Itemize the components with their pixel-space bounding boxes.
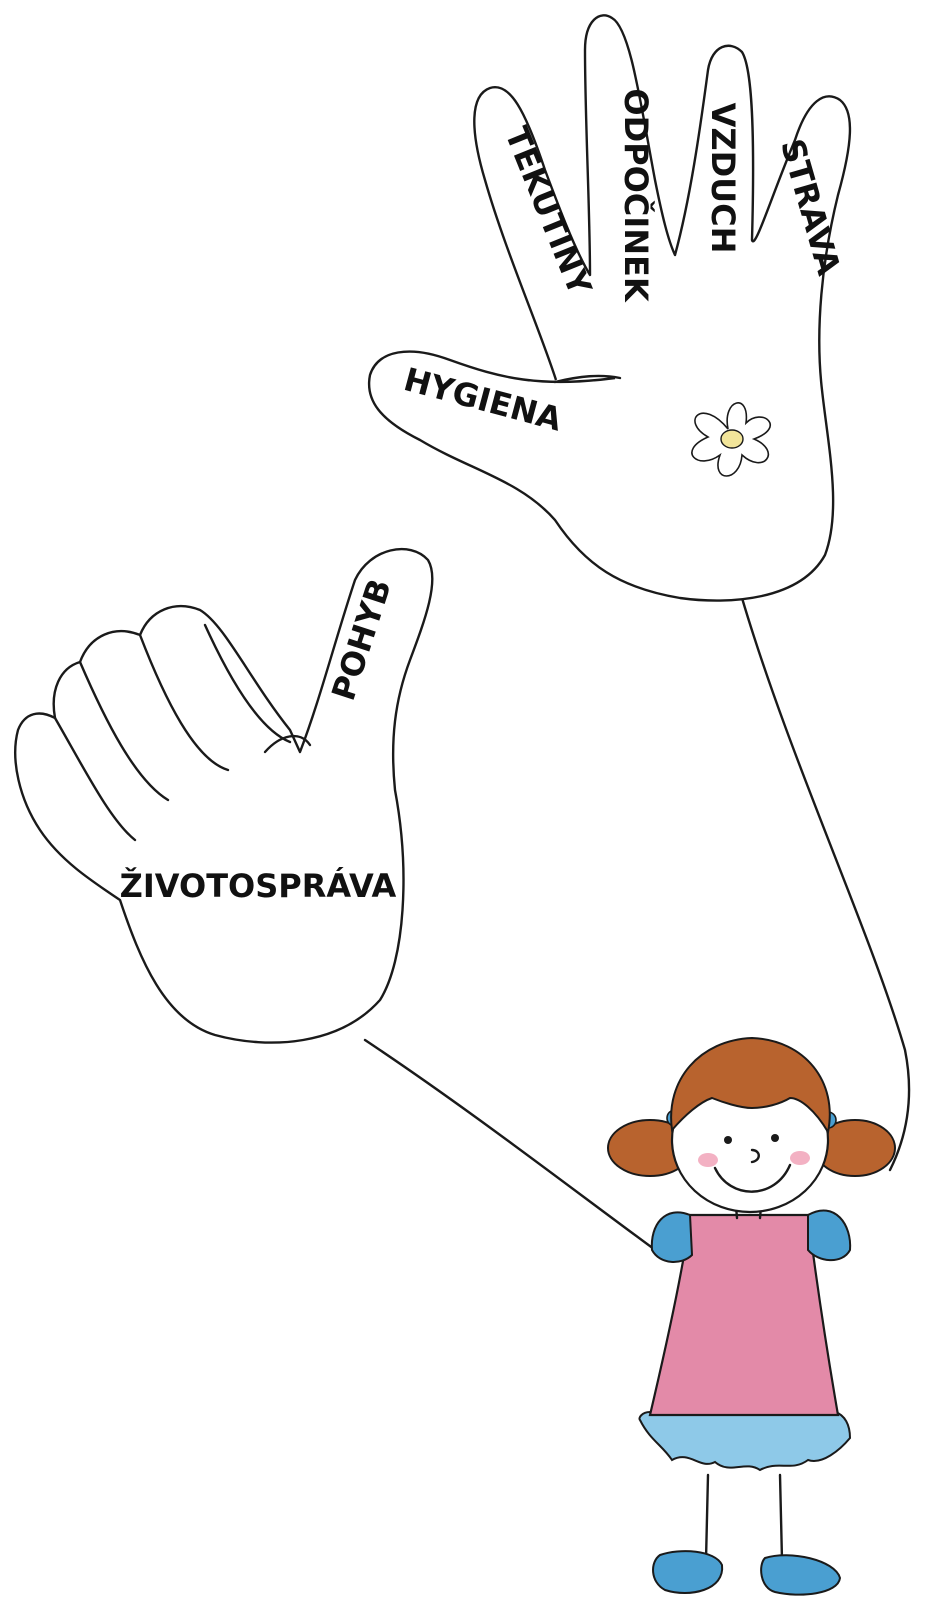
- right-leg: [780, 1475, 782, 1560]
- left-shoe: [653, 1551, 722, 1593]
- right-hand: TEKUTINY ODPOČINEK VZDUCH STRAVA HYGIENA: [369, 15, 850, 600]
- child-figure: [608, 1038, 895, 1595]
- right-shoe: [761, 1555, 840, 1594]
- left-cheek: [698, 1153, 718, 1167]
- left-eye: [724, 1136, 732, 1144]
- finger-label-vzduch: VZDUCH: [704, 103, 742, 254]
- left-hand: POHYB ŽIVOTOSPRÁVA: [15, 549, 432, 1043]
- left-leg: [706, 1475, 708, 1560]
- dress-ruffle: [639, 1412, 850, 1470]
- palm-label-zivotosprava: ŽIVOTOSPRÁVA: [120, 867, 397, 905]
- right-eye: [771, 1134, 779, 1142]
- right-cheek: [790, 1151, 810, 1165]
- finger-label-odpocinek: ODPOČINEK: [617, 88, 656, 302]
- left-sleeve: [652, 1212, 692, 1262]
- right-sleeve: [808, 1210, 850, 1260]
- right-hand-outline: [369, 15, 850, 600]
